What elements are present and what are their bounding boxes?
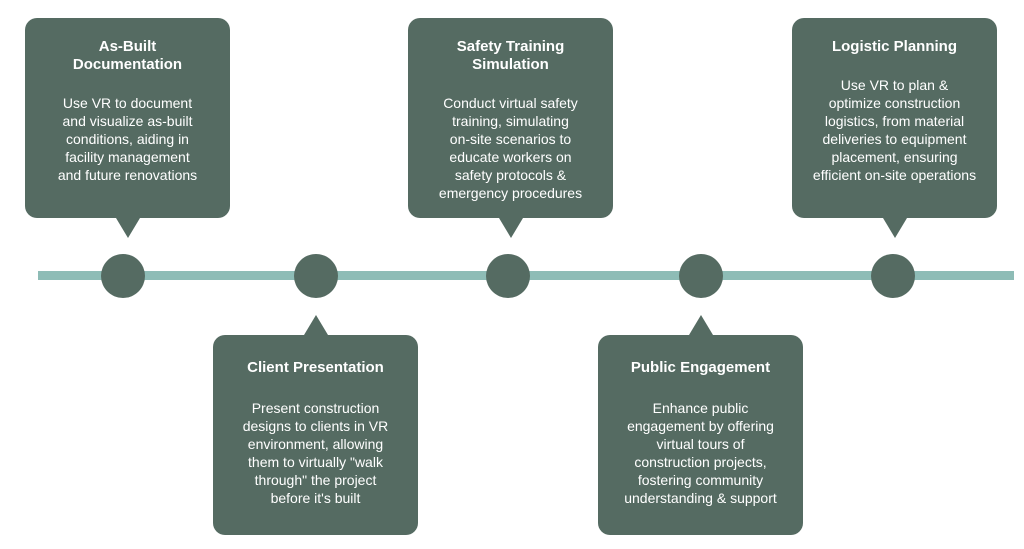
timeline-node-5: [871, 254, 915, 298]
timeline-node-4: [679, 254, 723, 298]
milestone-title: Safety Training Simulation: [456, 38, 565, 73]
milestone-description: Use VR to document and visualize as-buil…: [57, 95, 198, 183]
milestone-title: Client Presentation: [247, 359, 384, 376]
milestone-card-as-built-documentation: As-Built Documentation Use VR to documen…: [25, 18, 230, 238]
timeline-node-1: [101, 254, 145, 298]
milestone-title: Logistic Planning: [831, 38, 957, 55]
milestone-card-safety-training-simulation: Safety Training Simulation Conduct virtu…: [408, 18, 613, 238]
milestone-title: Public Engagement: [630, 359, 771, 376]
timeline-node-2: [294, 254, 338, 298]
milestone-description: Present construction designs to clients …: [242, 400, 389, 506]
milestone-description: Use VR to plan & optimize construction l…: [812, 77, 977, 183]
milestone-description: Enhance public engagement by offering vi…: [624, 400, 777, 506]
timeline-node-3: [486, 254, 530, 298]
milestone-card-client-presentation: Client Presentation Present construction…: [213, 315, 418, 535]
milestone-card-logistic-planning: Logistic Planning Use VR to plan & optim…: [792, 18, 997, 238]
milestone-card-public-engagement: Public Engagement Enhance public engagem…: [598, 315, 803, 535]
milestone-title: As-Built Documentation: [72, 38, 183, 73]
milestone-description: Conduct virtual safety training, simulat…: [438, 95, 583, 201]
